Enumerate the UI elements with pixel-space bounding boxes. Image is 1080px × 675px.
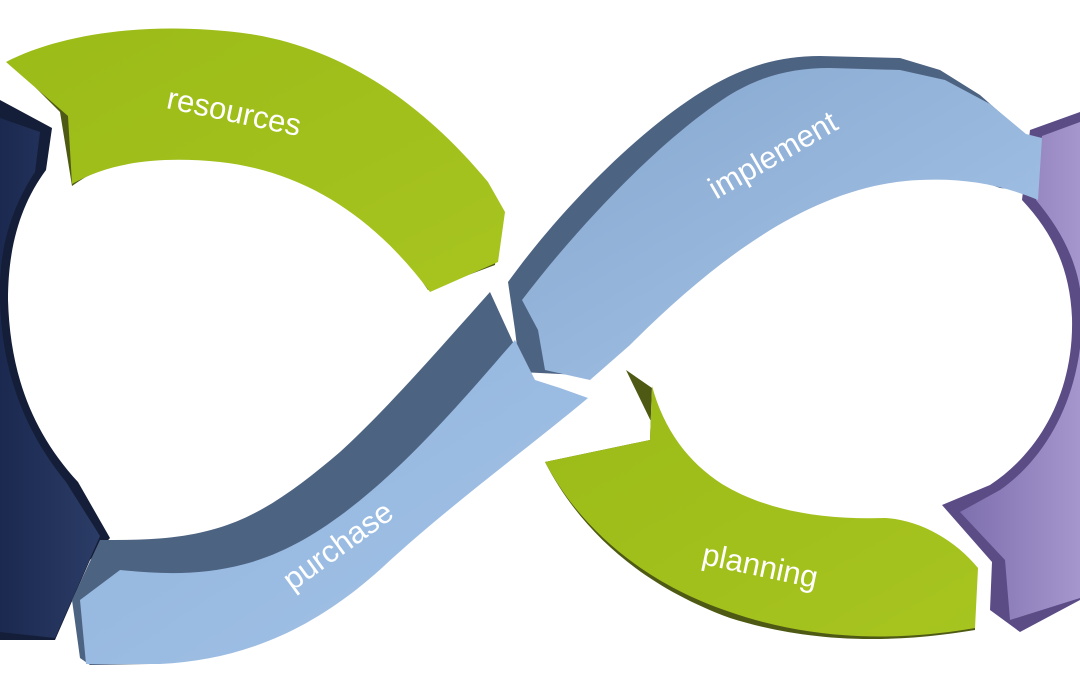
navy-segment: [0, 100, 110, 640]
purple-segment: [942, 112, 1080, 632]
purchase-segment-top: [80, 340, 588, 664]
implement-segment: [508, 56, 1042, 380]
purple-segment-top: [960, 122, 1080, 620]
implement-segment-top: [522, 68, 1042, 380]
purchase-segment-side: [72, 292, 548, 665]
planning-segment: [545, 370, 978, 640]
resources-segment: [6, 28, 505, 293]
purchase-segment: [72, 292, 588, 665]
navy-segment-top: [0, 118, 100, 638]
planning-segment-top: [545, 386, 978, 637]
resources-segment-top: [6, 28, 505, 293]
